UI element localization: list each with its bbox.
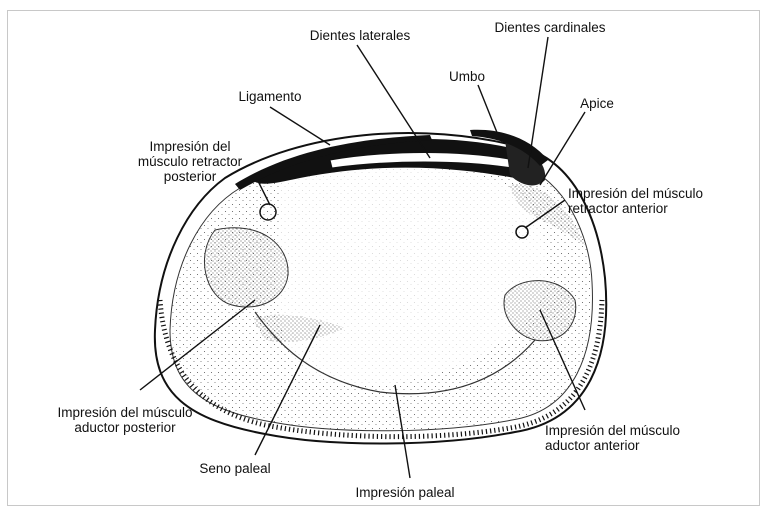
leader-ligamento — [270, 107, 330, 145]
label-impresion-paleal: Impresión paleal — [330, 485, 480, 500]
label-apice: Apice — [562, 96, 632, 111]
label-dientes-cardinales: Dientes cardinales — [480, 20, 620, 35]
label-line: aductor posterior — [40, 420, 210, 435]
label-line: aductor anterior — [545, 438, 725, 453]
label-retractor-posterior: Impresión del músculo retractor posterio… — [110, 139, 270, 184]
label-line: retractor anterior — [568, 201, 748, 216]
label-line: posterior — [110, 169, 270, 184]
label-umbo: Umbo — [432, 69, 502, 84]
label-line: Impresión del músculo — [545, 423, 725, 438]
label-retractor-anterior: Impresión del músculo retractor anterior — [568, 186, 748, 216]
label-aductor-anterior: Impresión del músculo aductor anterior — [545, 423, 725, 453]
label-line: músculo retractor — [110, 154, 270, 169]
label-line: Impresión del músculo — [568, 186, 748, 201]
label-line: Impresión del — [110, 139, 270, 154]
label-aductor-posterior: Impresión del músculo aductor posterior — [40, 405, 210, 435]
label-dientes-laterales: Dientes laterales — [290, 28, 430, 43]
label-ligamento: Ligamento — [220, 89, 320, 104]
label-line: Impresión del músculo — [40, 405, 210, 420]
leader-dientes-cardinales — [528, 37, 548, 168]
label-seno-paleal: Seno paleal — [175, 461, 295, 476]
